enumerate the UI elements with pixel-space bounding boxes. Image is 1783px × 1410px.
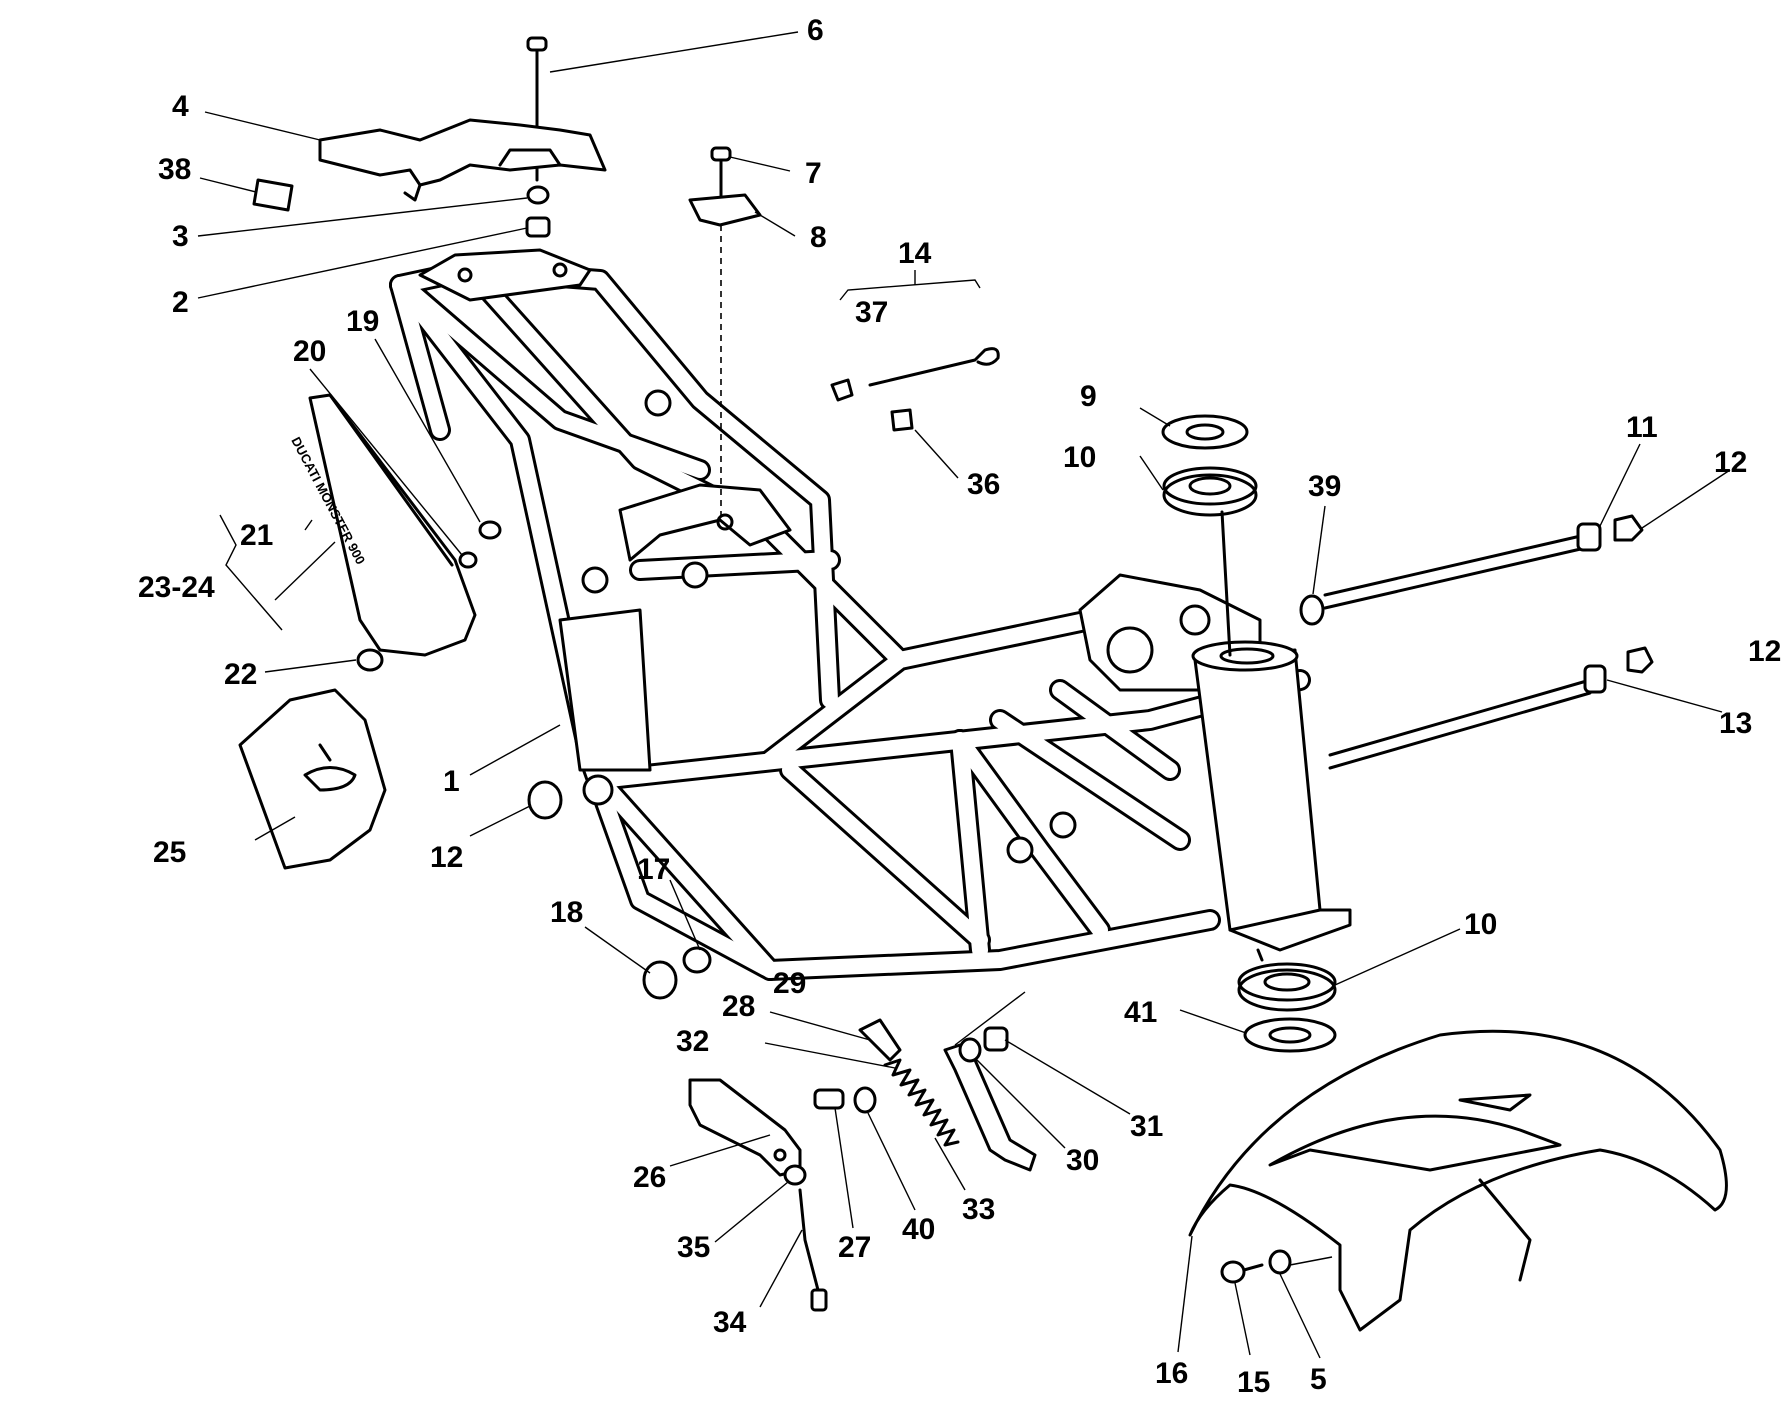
part-38-bushing [252,178,294,212]
callout-3: 3 [172,220,189,253]
part-12-nut-far-right [1626,646,1654,674]
part-40-washer [853,1086,877,1114]
part-13-bolt [1328,664,1607,770]
callout-30: 30 [1066,1144,1099,1177]
part-22-grommet [356,648,384,672]
callout-19: 19 [346,305,379,338]
part-16-front-fender [1188,1029,1728,1332]
callout-16: 16 [1155,1357,1188,1390]
part-29-stand [943,1043,1037,1172]
callout-39: 39 [1308,470,1341,503]
part-31-bolt [983,1026,1009,1052]
callout-1: 1 [443,765,460,798]
part-4-cover [318,118,607,202]
part-18-cap [642,960,678,1000]
callout-21: 21 [240,519,273,552]
callout-31: 31 [1130,1110,1163,1143]
part-25-headlight-cover [238,688,387,870]
callout-20: 20 [293,335,326,368]
callout-7: 7 [805,157,822,190]
part-10-bearing-top [1162,466,1258,657]
callout-32: 32 [676,1025,709,1058]
callout-28: 28 [722,990,755,1023]
part-28-plate [858,1018,902,1062]
part-30-washer [958,1037,982,1063]
callout-18: 18 [550,896,583,929]
part-34-switch [798,1188,828,1312]
callout-34: 34 [713,1306,747,1339]
callout-15: 15 [1237,1366,1270,1399]
part-11-bolt [1323,522,1602,610]
part-2-spacer [525,216,551,238]
callout-26: 26 [633,1161,666,1194]
part-27-pin [813,1088,845,1110]
part-5-washer [1268,1249,1292,1275]
callout-36: 36 [967,468,1000,501]
callout-12-left: 12 [430,841,463,874]
callout-2: 2 [172,286,189,319]
callout-4: 4 [172,90,189,123]
callout-23-24: 23-24 [138,571,215,604]
part-35-nut [783,1164,807,1186]
callouts: 1 2 3 4 5 6 7 8 9 10 10 11 12 12 12 13 1… [138,14,1781,1399]
leader-lines [197,31,1731,1359]
callout-29: 29 [773,967,806,1000]
callout-40: 40 [902,1213,935,1246]
callout-13: 13 [1719,707,1752,740]
callout-5: 5 [1310,1363,1327,1396]
part-39-washer [1299,594,1325,626]
callout-41: 41 [1124,996,1157,1029]
callout-22: 22 [224,658,257,691]
part-14-cable [830,270,1000,432]
callout-17: 17 [637,853,670,886]
callout-38: 38 [158,153,191,186]
main-frame [389,248,1352,981]
part-26-bracket [688,1078,802,1177]
callout-9: 9 [1080,380,1097,413]
callout-10-bottom: 10 [1464,908,1497,941]
part-41-washer [1243,1017,1337,1053]
callout-14: 14 [898,237,932,270]
part-20-washer [458,551,478,569]
callout-27: 27 [838,1231,871,1264]
callout-12-far-right: 12 [1748,635,1781,668]
part-32-spring [883,1058,960,1147]
callout-8: 8 [810,221,827,254]
part-12-cap-left [527,780,563,820]
part-7-screw [710,146,732,198]
part-3-rubber [526,185,550,205]
part-17-bushing [682,946,712,974]
callout-10-top: 10 [1063,441,1096,474]
callout-37: 37 [855,296,888,329]
part-8-clip [688,193,762,520]
callout-11: 11 [1626,411,1658,444]
part-10-bearing-bottom [1237,962,1337,1012]
part-12-nut-right [1613,514,1644,542]
callout-6: 6 [807,14,824,47]
callout-33: 33 [962,1193,995,1226]
part-15-screw [1220,1260,1264,1284]
callout-25: 25 [153,836,186,869]
callout-35: 35 [677,1231,710,1264]
part-9-washer [1161,414,1249,450]
callout-12-right: 12 [1714,446,1747,479]
part-19-screw [478,520,502,540]
